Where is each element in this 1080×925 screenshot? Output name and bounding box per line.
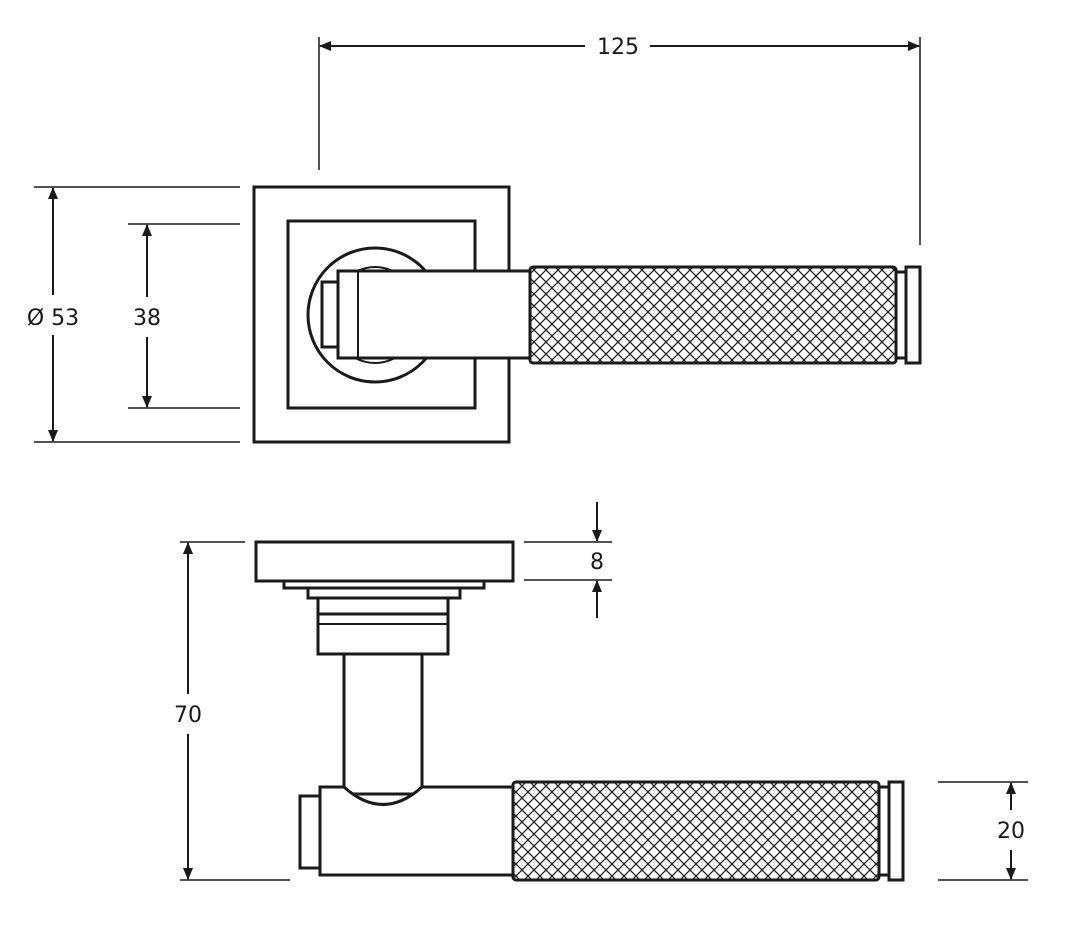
side-view: 8 70 20 bbox=[174, 502, 1028, 882]
dim-overall-length: 125 bbox=[597, 35, 639, 60]
dim-rose-size: Ø 53 bbox=[27, 306, 79, 331]
end-tip-side bbox=[887, 780, 905, 882]
knurled-grip-top bbox=[528, 265, 898, 365]
collar-side bbox=[316, 612, 450, 656]
rose-plate-side bbox=[254, 540, 515, 583]
dim-rose-thickness: 8 bbox=[590, 550, 604, 575]
knurled-grip-side bbox=[511, 780, 881, 882]
dim-projection: 70 bbox=[174, 703, 202, 728]
dim-inner-square: 38 bbox=[133, 306, 161, 331]
dim-lever-diameter: 20 bbox=[997, 819, 1025, 844]
lever-body-side bbox=[318, 785, 515, 877]
spindle-stub-side bbox=[298, 794, 322, 870]
top-view: 125 Ø 53 38 bbox=[27, 35, 922, 444]
lever-neck bbox=[336, 269, 532, 360]
end-tip-top bbox=[904, 265, 922, 365]
shank-side bbox=[342, 652, 424, 796]
